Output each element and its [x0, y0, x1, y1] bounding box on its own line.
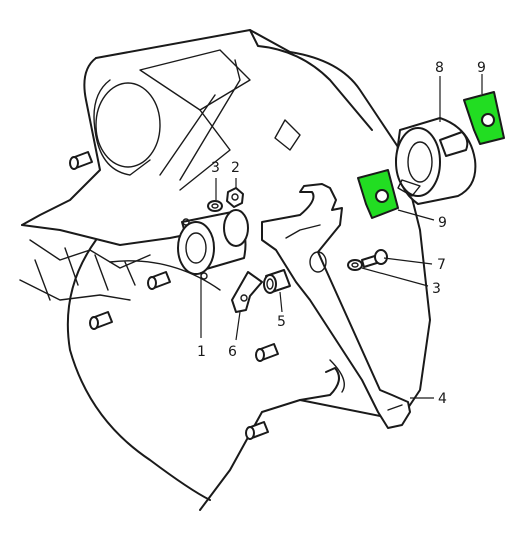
callout-3-lower: 3 — [432, 281, 441, 297]
bolt — [361, 249, 388, 268]
housing-stud — [147, 271, 171, 290]
retaining-spring-highlighted — [463, 91, 505, 145]
housing-stud — [245, 421, 269, 440]
retaining-spring-highlighted — [357, 169, 399, 219]
transmission-housing — [19, 29, 431, 511]
callout-1: 1 — [197, 344, 206, 360]
release-fork — [261, 183, 411, 429]
bushing — [263, 269, 291, 294]
callout-3-upper: 3 — [211, 160, 220, 176]
callout-4: 4 — [438, 391, 447, 407]
callout-7: 7 — [437, 257, 446, 273]
release-bearing — [395, 117, 477, 205]
washer — [207, 200, 223, 212]
housing-stud — [89, 311, 113, 330]
nut — [226, 187, 244, 208]
callout-6: 6 — [228, 344, 237, 360]
guide-sleeve — [177, 209, 249, 280]
callout-9-lower: 9 — [438, 215, 447, 231]
housing-stud — [255, 343, 279, 362]
callout-2: 2 — [231, 160, 240, 176]
callout-5: 5 — [277, 314, 286, 330]
housing-stud — [69, 151, 93, 170]
callout-8: 8 — [435, 60, 444, 76]
clip — [231, 271, 263, 313]
callout-labels: 1 2 3 3 4 5 6 7 8 9 9 — [197, 60, 486, 407]
washer — [347, 259, 363, 271]
callout-9-upper: 9 — [477, 60, 486, 76]
leader-lines — [200, 74, 483, 399]
